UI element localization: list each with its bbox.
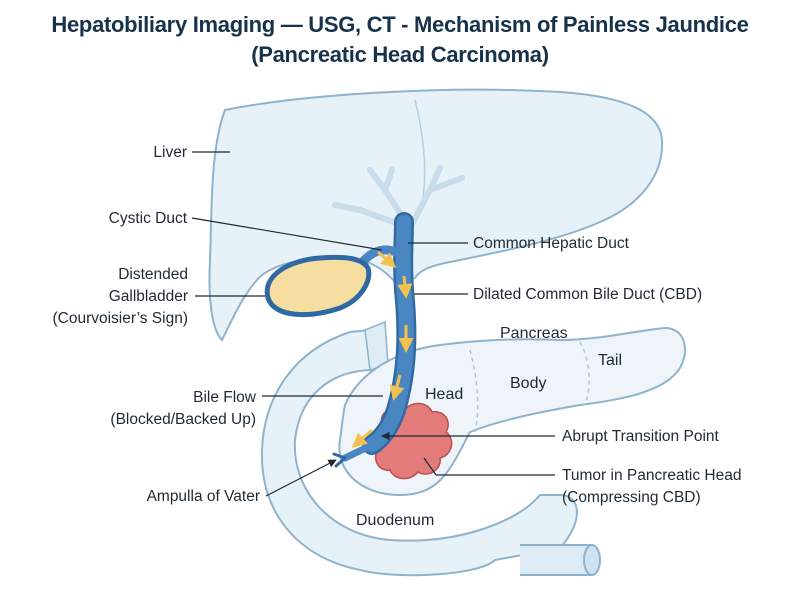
- pancreas-divider-body-tail: [579, 341, 590, 406]
- label-ampulla: Ampulla of Vater: [147, 488, 260, 505]
- ampulla-shape: [332, 452, 347, 468]
- label-pancreas: Pancreas: [500, 325, 568, 342]
- label-gallbladder-line2: Gallbladder: [109, 288, 188, 305]
- page-title: Hepatobiliary Imaging — USG, CT - Mechan…: [51, 12, 749, 37]
- duodenum-opening: [583, 544, 601, 576]
- label-duodenum: Duodenum: [356, 512, 434, 529]
- gallbladder-shape: [264, 254, 372, 318]
- page-subtitle: (Pancreatic Head Carcinoma): [251, 42, 549, 67]
- label-common-hepatic-duct: Common Hepatic Duct: [473, 235, 630, 252]
- label-cbd: Dilated Common Bile Duct (CBD): [473, 286, 702, 303]
- bile-flow-arrow-4: [389, 374, 405, 401]
- label-tail: Tail: [598, 352, 622, 369]
- label-gallbladder-line1: Distended: [118, 266, 188, 283]
- bile-flow-arrow-1: [377, 250, 397, 268]
- label-tumor-line2: (Compressing CBD): [562, 489, 701, 506]
- label-bile-flow-line2: (Blocked/Backed Up): [110, 411, 256, 428]
- label-bile-flow-line1: Bile Flow: [193, 389, 257, 406]
- label-cystic-duct: Cystic Duct: [109, 210, 188, 227]
- bile-flow-arrow-5: [351, 428, 373, 448]
- pancreas-divider-head-body: [469, 349, 479, 433]
- label-tumor-line1: Tumor in Pancreatic Head: [562, 467, 741, 484]
- label-head: Head: [425, 386, 463, 403]
- label-gallbladder-line3: (Courvoisier’s Sign): [52, 310, 188, 327]
- bile-flow-arrow-2: [397, 275, 413, 299]
- cystic-duct-leader: [191, 217, 383, 251]
- tumor-leader-tick: [423, 457, 437, 476]
- hepatic-duct-branches: [332, 165, 465, 231]
- label-transition: Abrupt Transition Point: [562, 428, 720, 445]
- label-body: Body: [510, 375, 546, 392]
- label-liver: Liver: [153, 144, 187, 161]
- ampulla-leader: [265, 459, 337, 497]
- liver-shape: [208, 88, 664, 342]
